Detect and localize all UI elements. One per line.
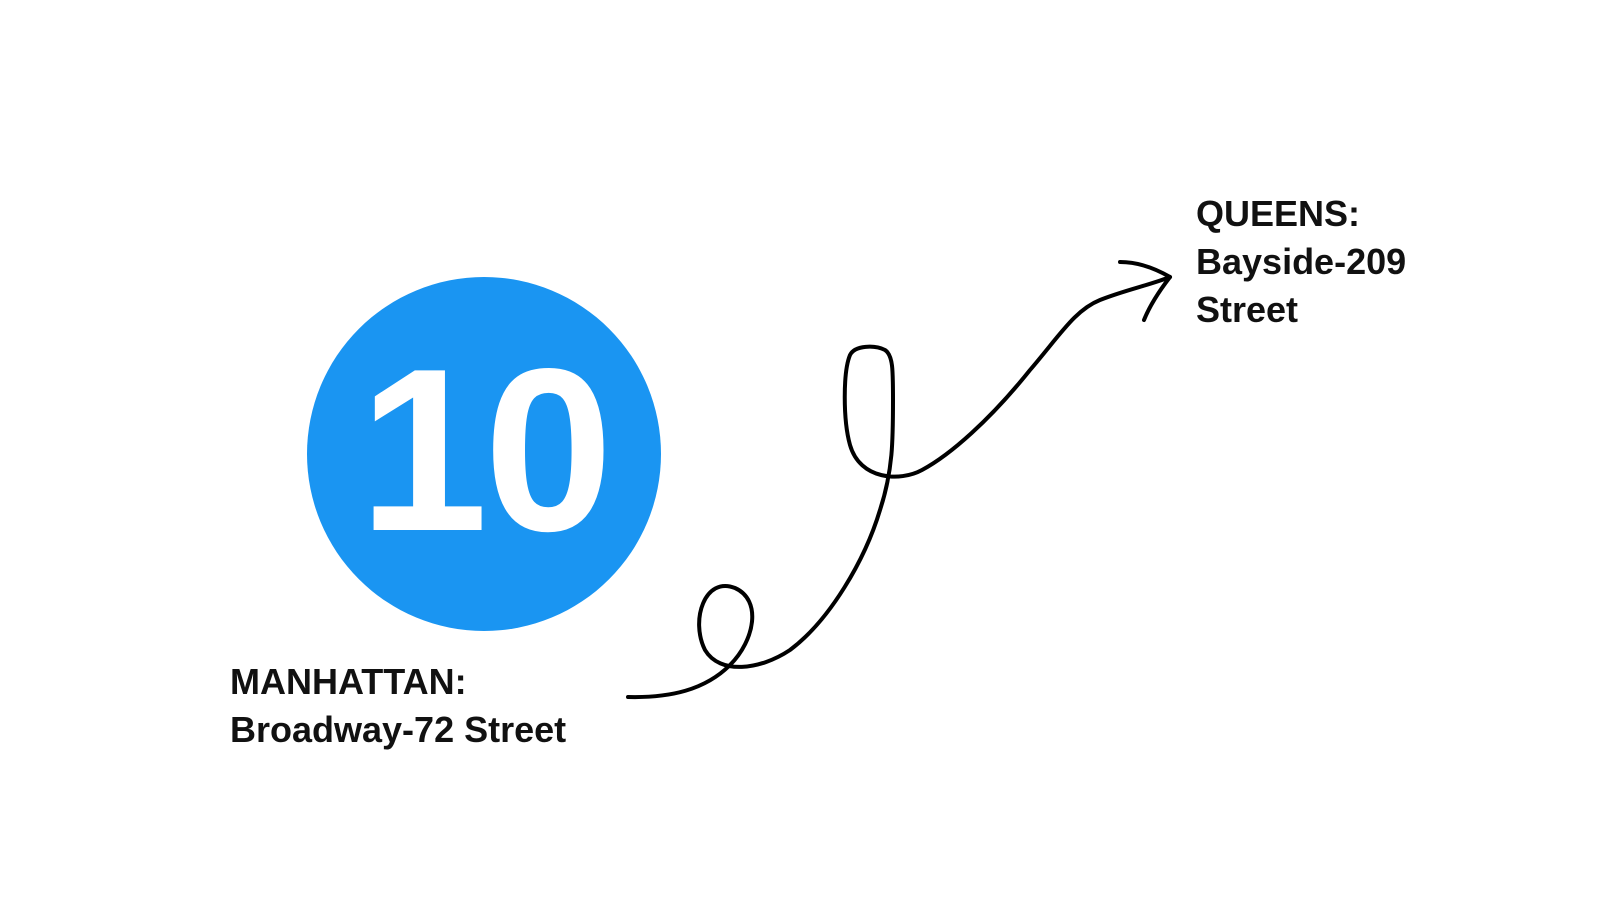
- route-path-line: [626, 275, 1172, 700]
- terminal-station-queens-line2: Street: [1196, 289, 1299, 330]
- terminal-station-queens-line1: Bayside-209: [1196, 241, 1407, 282]
- hand-drawn-arrow-icon: [626, 260, 1172, 700]
- terminal-borough-queens: QUEENS:: [1196, 193, 1361, 234]
- route-number: 10: [358, 321, 613, 580]
- terminal-queens: QUEENS: Bayside-209 Street: [1196, 190, 1456, 334]
- route-bullet: 10: [307, 277, 661, 631]
- terminal-station-manhattan: Broadway-72 Street: [230, 709, 567, 750]
- terminal-manhattan: MANHATTAN: Broadway-72 Street: [230, 658, 566, 754]
- terminal-borough-manhattan: MANHATTAN:: [230, 661, 467, 702]
- arrowhead: [1118, 260, 1172, 322]
